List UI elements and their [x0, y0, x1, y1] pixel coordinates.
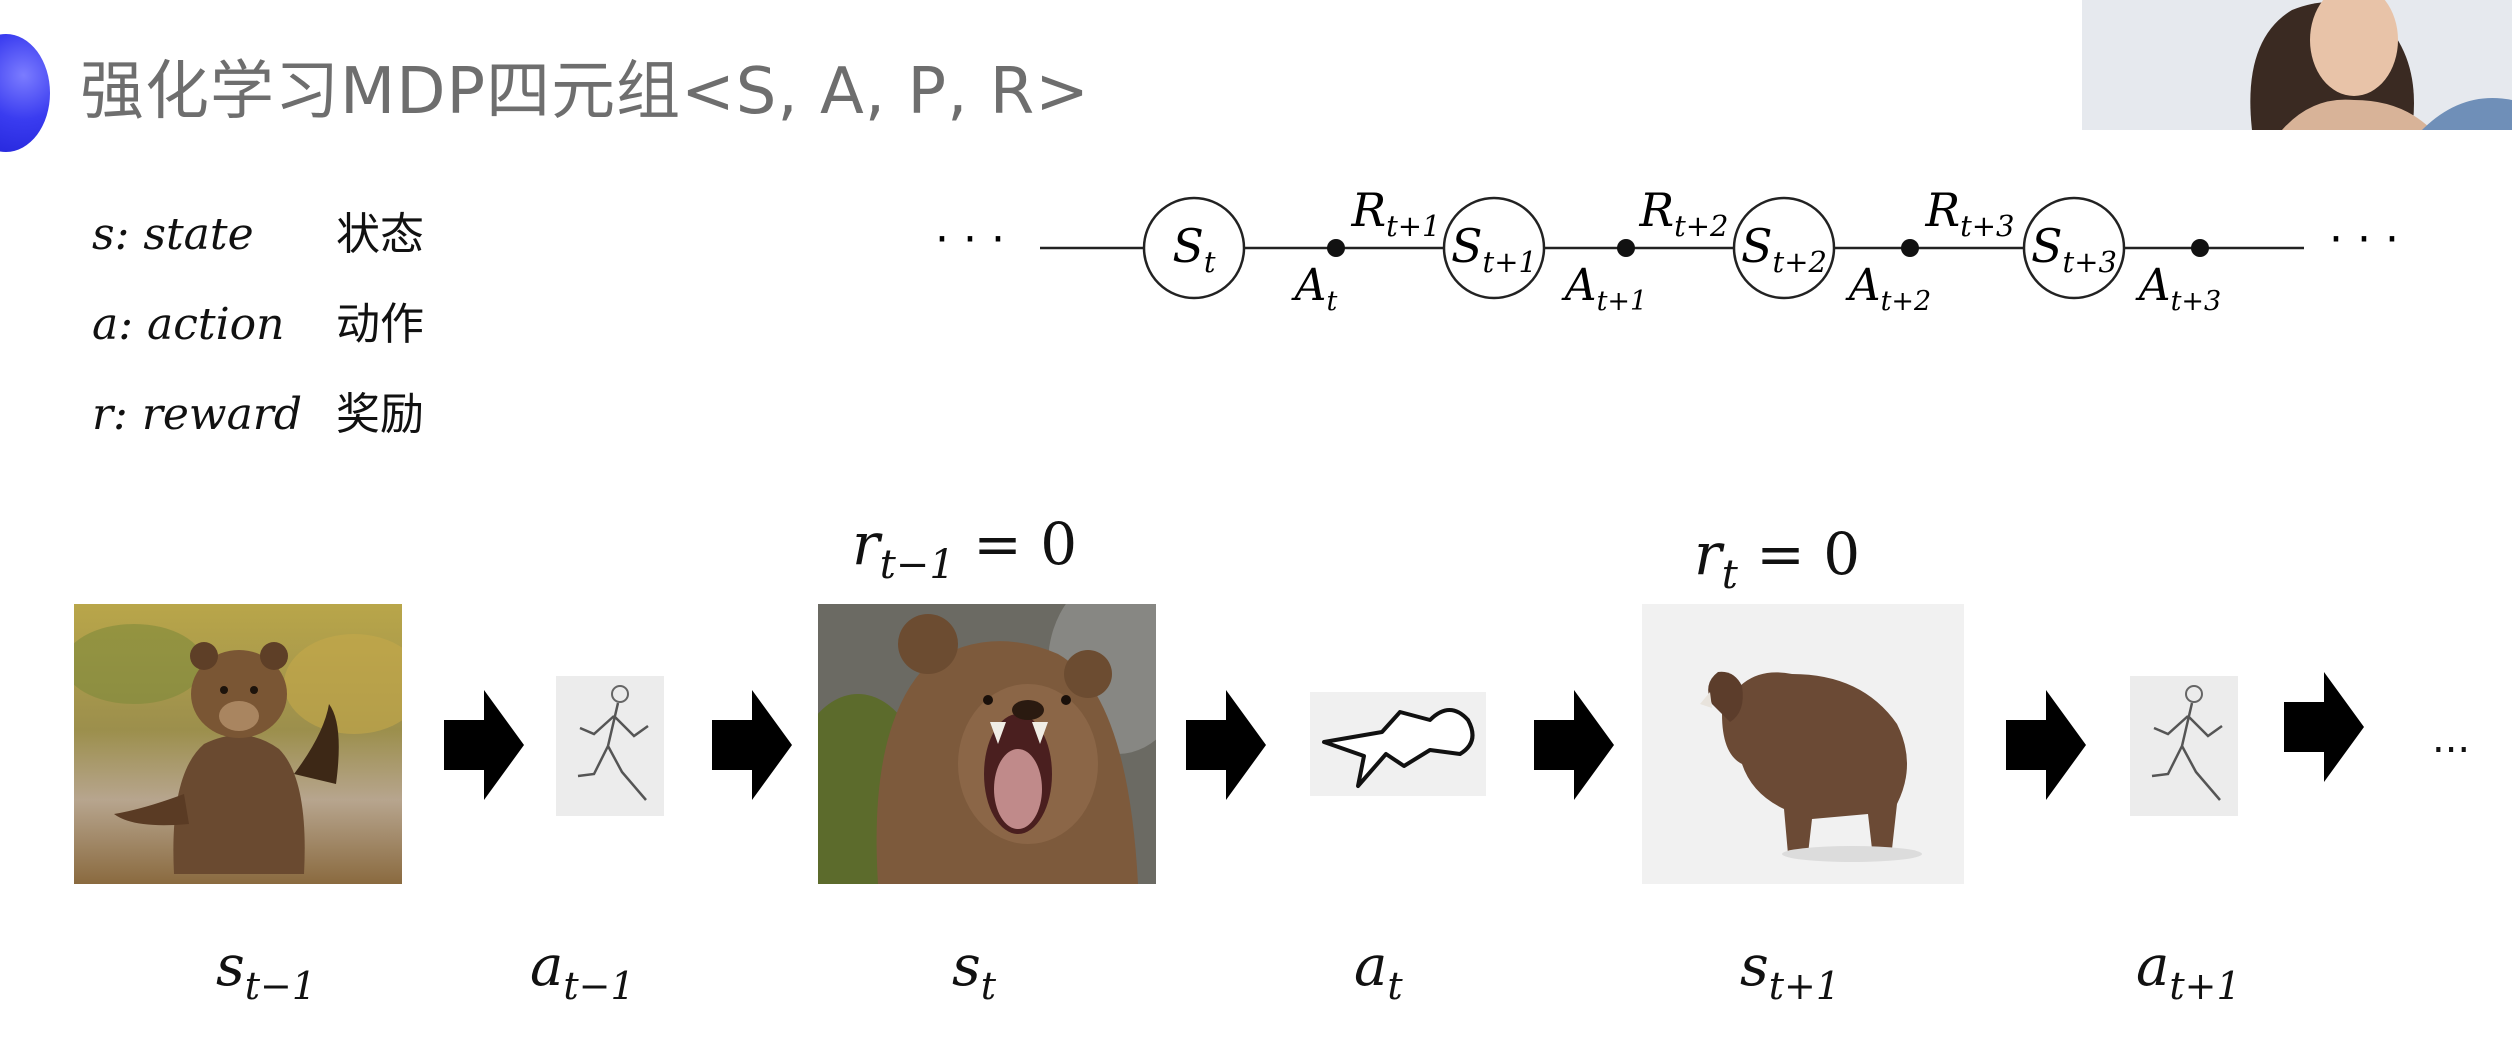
- arrow-right-icon: [1186, 690, 1266, 800]
- caption-subscript: t: [1387, 964, 1403, 1008]
- caption: at: [1354, 934, 1403, 1008]
- caption-subscript: t−1: [563, 964, 635, 1008]
- action-label: At+3: [2135, 260, 2221, 317]
- action-dot: [2191, 239, 2209, 257]
- bear-standing-image: [74, 604, 402, 884]
- reward-label: rt−1 = 0: [852, 510, 1077, 588]
- state-node: [1732, 196, 1836, 300]
- state-node: [2022, 196, 2126, 300]
- reward-subscript: t−1: [879, 542, 955, 588]
- chain-ellipsis-left: · · ·: [935, 214, 1005, 265]
- definition-meaning: 状态: [336, 209, 424, 260]
- reward-symbol: r: [1694, 520, 1722, 588]
- bear-walking-image: [1642, 604, 1964, 884]
- sequence-ellipsis: ...: [2432, 716, 2471, 762]
- definition-meaning: 奖励: [336, 389, 424, 440]
- caption-symbol: a: [2136, 934, 2170, 999]
- reward-chain-label: Rt+1: [1350, 183, 1440, 243]
- caption: st+1: [1740, 934, 1840, 1008]
- caption-symbol: a: [1354, 934, 1388, 999]
- caption-subscript: t+1: [2169, 964, 2241, 1008]
- reward-chain-label: Rt+2: [1638, 183, 1728, 243]
- reward-label: rt = 0: [1694, 520, 1860, 598]
- running-figure-image: [556, 676, 664, 816]
- action-dot: [1617, 239, 1635, 257]
- arrow-right-icon: [444, 690, 524, 800]
- mdp-chain-diagram: · · · · · · St St+1 St+2 St+3At At+1 At+2 At+3 Rt…: [935, 183, 2399, 317]
- arrow-right-icon: [2284, 672, 2364, 782]
- reward-symbol: r: [852, 510, 880, 578]
- bear-roaring-image: [818, 604, 1156, 884]
- state-node: [1442, 196, 1546, 300]
- action-label: At+2: [1845, 260, 1931, 317]
- presenter-webcam: [2082, 0, 2512, 130]
- caption-subscript: t+1: [1768, 964, 1841, 1008]
- definition-symbol: r: reward: [92, 389, 303, 440]
- state-label: St+1: [1451, 219, 1537, 279]
- definition-symbol: s: state: [92, 209, 254, 260]
- state-node: [1142, 196, 1246, 300]
- definition-meaning: 动作: [336, 299, 424, 350]
- caption-symbol: s: [216, 934, 245, 999]
- caption-symbol: a: [530, 934, 564, 999]
- definition-symbol: a: action: [92, 299, 285, 350]
- state-label: St+3: [2031, 219, 2117, 279]
- state-label: St+2: [1741, 219, 1827, 279]
- caption-subscript: t−1: [244, 964, 317, 1008]
- fallen-figure-image: [1310, 692, 1486, 796]
- caption: st: [952, 934, 996, 1008]
- chain-ellipsis-right: · · ·: [2329, 214, 2399, 265]
- action-dot: [1327, 239, 1345, 257]
- caption-subscript: t: [980, 964, 997, 1008]
- arrow-right-icon: [1534, 690, 1614, 800]
- definition-state: s: state 状态: [92, 198, 424, 262]
- caption-symbol: s: [1740, 934, 1769, 999]
- caption: at+1: [2136, 934, 2241, 1008]
- action-dot: [1901, 239, 1919, 257]
- reward-equation: = 0: [954, 510, 1078, 578]
- reward-subscript: t: [1721, 552, 1738, 598]
- caption: at−1: [530, 934, 635, 1008]
- action-label: At+1: [1561, 260, 1647, 317]
- arrow-right-icon: [2006, 690, 2086, 800]
- arrow-right-icon: [712, 690, 792, 800]
- caption-symbol: s: [952, 934, 981, 999]
- caption: st−1: [216, 934, 316, 1008]
- definition-reward: r: reward 奖励: [92, 378, 424, 442]
- running-figure-image: [2130, 676, 2238, 816]
- action-label: At: [1291, 260, 1338, 317]
- reward-equation: = 0: [1737, 520, 1861, 588]
- reward-chain-label: Rt+3: [1924, 183, 2014, 243]
- state-label: St: [1172, 219, 1216, 279]
- slide-title: 强化学习MDP四元组<S, A, P, R>: [80, 55, 1090, 129]
- definition-action: a: action 动作: [92, 288, 424, 352]
